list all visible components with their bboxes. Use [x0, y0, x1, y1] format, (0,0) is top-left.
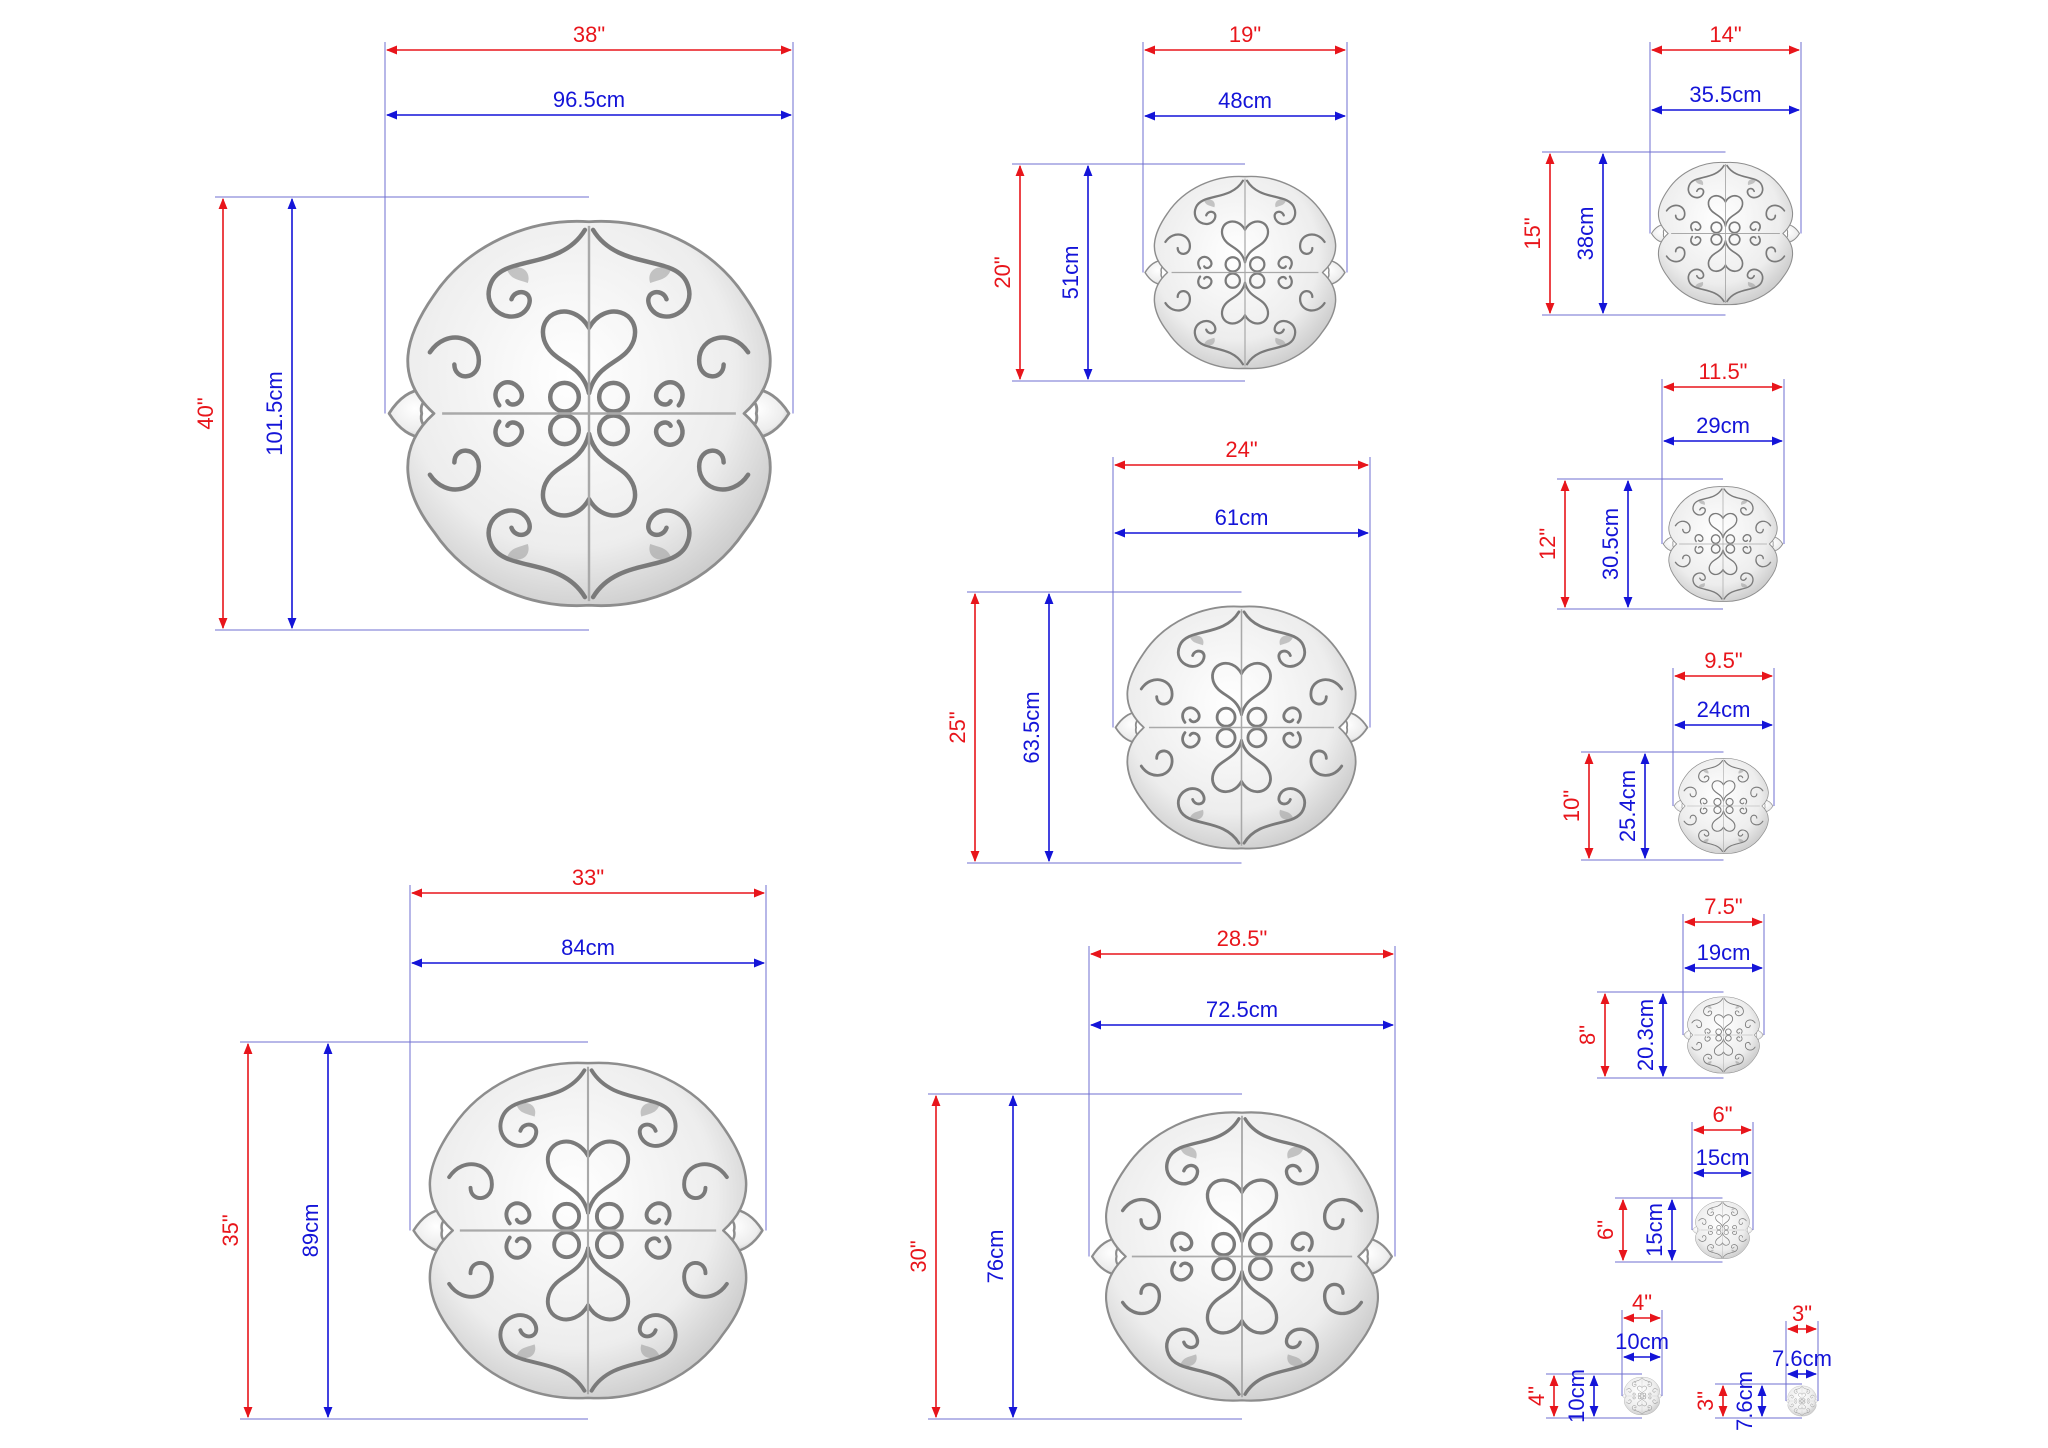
medallion-group-m11: 11.5" 29cm 12" 30.5cm	[1535, 359, 1785, 610]
width-inch-label: 3"	[1792, 1301, 1812, 1326]
width-inch-label: 14"	[1709, 22, 1741, 47]
medallion-group-m9: 9.5" 24cm 10" 25.4cm	[1559, 648, 1775, 861]
height-cm-label: 15cm	[1642, 1203, 1667, 1257]
height-inch-label: 25"	[945, 711, 970, 743]
width-cm-label: 15cm	[1696, 1145, 1750, 1170]
ornament-medallion-m33	[414, 1063, 763, 1398]
medallion-group-m33: 33" 84cm 35" 89cm	[218, 865, 767, 1420]
width-cm-label: 10cm	[1615, 1329, 1669, 1354]
height-cm-label: 51cm	[1058, 246, 1083, 300]
height-inch-label: 4"	[1524, 1386, 1549, 1406]
height-inch-label: 8"	[1575, 1025, 1600, 1045]
width-cm-label: 61cm	[1215, 505, 1269, 530]
ornament-medallion-m14	[1650, 161, 1801, 306]
height-cm-label: 101.5cm	[262, 371, 287, 455]
ornament-medallion-m28	[1090, 1110, 1394, 1403]
width-cm-label: 72.5cm	[1206, 997, 1278, 1022]
height-inch-label: 40"	[193, 397, 218, 429]
ornament-medallion-m4	[1622, 1376, 1662, 1416]
width-inch-label: 38"	[573, 22, 605, 47]
medallion-group-m38: 38" 96.5cm 40" 101.5cm	[193, 22, 794, 631]
width-inch-label: 28.5"	[1217, 926, 1268, 951]
ornament-medallion-m7	[1683, 996, 1764, 1074]
medallion-group-m4: 4" 10cm 4" 10cm	[1524, 1290, 1669, 1423]
height-inch-label: 30"	[906, 1240, 931, 1272]
height-cm-label: 10cm	[1564, 1369, 1589, 1423]
height-inch-label: 15"	[1520, 217, 1545, 249]
width-cm-label: 24cm	[1697, 697, 1751, 722]
ornament-medallion-m38	[389, 221, 789, 605]
height-inch-label: 3"	[1693, 1391, 1718, 1411]
height-inch-label: 20"	[990, 256, 1015, 288]
height-cm-label: 76cm	[983, 1230, 1008, 1284]
medallion-group-m14: 14" 35.5cm 15" 38cm	[1520, 22, 1802, 316]
width-cm-label: 48cm	[1218, 88, 1272, 113]
ornament-medallion-m11	[1662, 485, 1784, 603]
width-cm-label: 84cm	[561, 935, 615, 960]
medallion-group-m7: 7.5" 19cm 8" 20.3cm	[1575, 894, 1765, 1079]
ornament-medallion-m19	[1143, 175, 1347, 370]
width-inch-label: 24"	[1225, 437, 1257, 462]
medallion-group-m3: 3" 7.6cm 3" 7.6cm	[1693, 1301, 1832, 1431]
medallion-group-m19: 19" 48cm 20" 51cm	[990, 22, 1348, 382]
width-cm-label: 19cm	[1697, 940, 1751, 965]
medallion-group-m28: 28.5" 72.5cm 30" 76cm	[906, 926, 1396, 1420]
height-cm-label: 38cm	[1573, 207, 1598, 261]
width-inch-label: 9.5"	[1704, 648, 1742, 673]
width-cm-label: 29cm	[1696, 413, 1750, 438]
ornament-medallion-m9	[1673, 757, 1774, 855]
height-cm-label: 20.3cm	[1633, 999, 1658, 1071]
height-inch-label: 35"	[218, 1214, 243, 1246]
medallion-group-m24: 24" 61cm 25" 63.5cm	[945, 437, 1371, 864]
width-inch-label: 4"	[1632, 1290, 1652, 1315]
height-cm-label: 7.6cm	[1732, 1371, 1757, 1431]
width-inch-label: 33"	[572, 865, 604, 890]
width-cm-label: 7.6cm	[1772, 1346, 1832, 1371]
height-inch-label: 12"	[1535, 528, 1560, 560]
ornament-medallion-m6	[1692, 1200, 1753, 1260]
height-inch-label: 6"	[1593, 1220, 1618, 1240]
medallion-group-m6: 6" 15cm 6" 15cm	[1593, 1102, 1754, 1263]
width-inch-label: 19"	[1229, 22, 1261, 47]
height-cm-label: 89cm	[298, 1204, 323, 1258]
ornament-medallion-m3	[1786, 1385, 1818, 1417]
width-inch-label: 6"	[1712, 1102, 1732, 1127]
width-cm-label: 96.5cm	[553, 87, 625, 112]
width-inch-label: 7.5"	[1704, 894, 1742, 919]
height-cm-label: 63.5cm	[1019, 691, 1044, 763]
width-cm-label: 35.5cm	[1689, 82, 1761, 107]
ornament-medallion-m24	[1114, 604, 1369, 851]
height-inch-label: 10"	[1559, 790, 1584, 822]
height-cm-label: 25.4cm	[1615, 770, 1640, 842]
height-cm-label: 30.5cm	[1598, 508, 1623, 580]
width-inch-label: 11.5"	[1699, 359, 1748, 384]
